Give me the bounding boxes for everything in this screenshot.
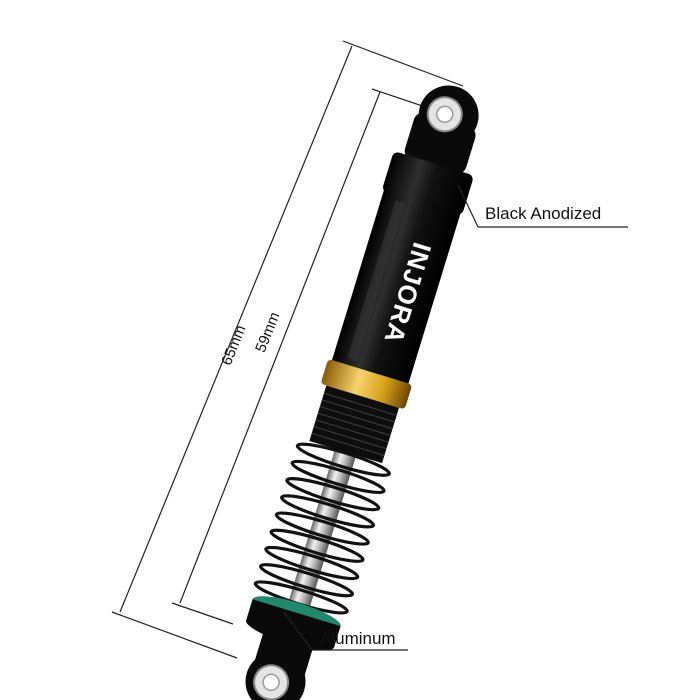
lower-spring-cup — [246, 596, 341, 680]
dim-65-label: 65mm — [218, 323, 249, 368]
dim-65-extension-top — [342, 40, 464, 87]
dimension-lines — [111, 40, 464, 659]
callout-aluminum: Aluminum — [283, 611, 408, 651]
callout-black-anodized-label: Black Anodized — [485, 204, 601, 223]
dim-65-line — [119, 45, 353, 613]
callout-aluminum-label: Aluminum — [320, 629, 396, 648]
gold-collar — [321, 359, 412, 409]
top-mount — [404, 85, 479, 174]
callout-black-anodized: Black Anodized — [457, 184, 628, 228]
shock-body: INJORA — [331, 152, 473, 386]
dim-59-extension-bottom — [171, 602, 234, 625]
dim-59-line — [179, 91, 381, 604]
dim-59-label: 59mm — [252, 310, 283, 355]
shock-absorber: INJORA — [245, 85, 479, 700]
threaded-collar — [309, 385, 399, 464]
piston-rod — [285, 448, 357, 618]
dim-65-extension-bottom — [111, 611, 238, 659]
bottom-mount — [245, 651, 306, 700]
coil-spring — [253, 442, 391, 615]
